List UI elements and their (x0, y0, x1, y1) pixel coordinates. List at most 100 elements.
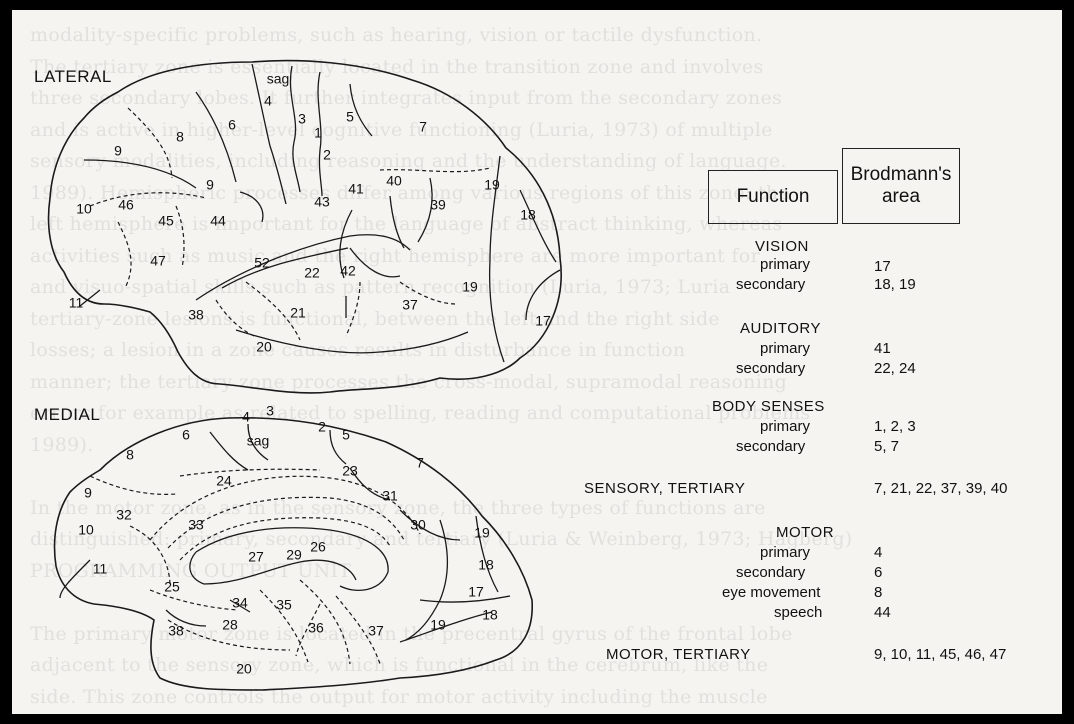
body-secondary-area: 5, 7 (874, 438, 899, 455)
lateral-area-label: 17 (535, 313, 551, 329)
medial-area-label: 26 (310, 539, 326, 555)
lateral-area-label: 19 (484, 177, 500, 193)
medial-heading: MEDIAL (34, 405, 100, 424)
body-secondary-label: secondary (736, 438, 805, 455)
lateral-area-label: 42 (340, 263, 356, 279)
motor-heading: MOTOR (776, 524, 834, 541)
body-primary-label: primary (760, 418, 810, 435)
motor-primary-area: 4 (874, 544, 882, 561)
lateral-area-label: 9 (206, 177, 214, 193)
medial-area-label: 34 (232, 595, 248, 611)
brodmann-header-line2: area (882, 186, 920, 208)
medial-area-label: 27 (248, 549, 264, 565)
medial-area-label: 4 (242, 409, 250, 425)
sensory-tertiary-label: SENSORY, TERTIARY (584, 480, 745, 497)
medial-area-label: 10 (78, 522, 94, 538)
function-header-box: Function (708, 170, 838, 224)
lateral-area-label: 7 (419, 119, 427, 135)
lateral-area-label: 52 (254, 255, 270, 271)
medial-area-label: 19 (430, 617, 446, 633)
lateral-area-label: 43 (314, 194, 330, 210)
medial-area-label: 23 (342, 463, 358, 479)
medial-area-label: 5 (342, 427, 350, 443)
brodmann-header-line1: Brodmann's (851, 164, 952, 186)
lateral-area-label: sag (267, 71, 290, 87)
motor-speech-area: 44 (874, 604, 891, 621)
auditory-primary-area: 41 (874, 340, 891, 357)
medial-area-label: sag (247, 433, 270, 449)
lateral-area-label: 9 (114, 143, 122, 159)
lateral-area-label: 46 (118, 197, 134, 213)
vision-primary-area: 17 (874, 258, 891, 275)
lateral-area-label: 11 (69, 295, 84, 311)
lateral-area-label: 41 (348, 181, 364, 197)
motor-tertiary-area: 9, 10, 11, 45, 46, 47 (874, 646, 1006, 663)
sensory-tertiary-area: 7, 21, 22, 37, 39, 40 (874, 480, 1007, 497)
lateral-heading: LATERAL (34, 67, 112, 86)
medial-area-label: 38 (168, 623, 184, 639)
medial-area-label: 24 (216, 473, 232, 489)
lateral-area-label: 37 (402, 297, 418, 313)
medial-area-label: 32 (116, 507, 132, 523)
vision-heading: VISION (755, 238, 809, 255)
brodmann-header-box: Brodmann's area (842, 148, 960, 224)
vision-primary-label: primary (760, 256, 810, 273)
medial-area-label: 28 (222, 617, 238, 633)
lateral-area-label: 3 (298, 111, 306, 127)
lateral-area-label: 38 (188, 307, 204, 323)
medial-area-label: 35 (276, 597, 292, 613)
motor-secondary-label: secondary (736, 564, 805, 581)
medial-area-label: 7 (416, 455, 424, 471)
motor-eye-label: eye movement (722, 584, 820, 601)
lateral-area-label: 22 (304, 265, 320, 281)
body-primary-area: 1, 2, 3 (874, 418, 916, 435)
lateral-area-label: 4 (264, 93, 272, 109)
medial-area-label: 2 (318, 419, 326, 435)
lateral-area-label: 6 (228, 117, 236, 133)
lateral-area-label: 1 (314, 125, 322, 141)
medial-area-label: 37 (368, 623, 384, 639)
medial-area-label: 20 (236, 661, 252, 677)
lateral-area-label: 21 (290, 305, 306, 321)
lateral-area-label: 47 (150, 253, 166, 269)
medial-area-label: 11 (93, 561, 108, 577)
lateral-area-label: 44 (210, 213, 226, 229)
medial-area-label: 31 (382, 488, 398, 504)
lateral-area-label: 19 (462, 279, 478, 295)
lateral-area-label: 45 (158, 213, 174, 229)
motor-secondary-area: 6 (874, 564, 882, 581)
auditory-secondary-area: 22, 24 (874, 360, 916, 377)
motor-primary-label: primary (760, 544, 810, 561)
medial-area-label: 3 (266, 403, 274, 419)
medial-area-label: 17 (468, 584, 484, 600)
medial-area-label: 9 (84, 485, 92, 501)
lateral-area-label: 20 (256, 339, 272, 355)
lateral-area-label: 8 (176, 129, 184, 145)
auditory-primary-label: primary (760, 340, 810, 357)
vision-secondary-area: 18, 19 (874, 276, 916, 293)
motor-eye-area: 8 (874, 584, 882, 601)
motor-tertiary-label: MOTOR, TERTIARY (606, 646, 751, 663)
lateral-area-label: 5 (346, 109, 354, 125)
medial-area-label: 19 (474, 525, 490, 541)
medial-area-label: 8 (126, 447, 134, 463)
figure-page: modality-specific problems, such as hear… (12, 10, 1062, 714)
medial-area-label: 6 (182, 427, 190, 443)
lateral-area-label: 10 (76, 201, 92, 217)
medial-area-label: 18 (478, 557, 494, 573)
lateral-area-label: 2 (323, 147, 331, 163)
medial-area-label: 30 (410, 517, 426, 533)
auditory-heading: AUDITORY (740, 320, 821, 337)
body-senses-heading: BODY SENSES (712, 398, 825, 415)
lateral-area-label: 18 (520, 207, 536, 223)
motor-speech-label: speech (774, 604, 822, 621)
medial-area-label: 25 (164, 579, 180, 595)
medial-area-label: 29 (286, 547, 302, 563)
lateral-area-label: 39 (430, 197, 446, 213)
medial-area-label: 33 (188, 517, 204, 533)
vision-secondary-label: secondary (736, 276, 805, 293)
medial-area-label: 36 (308, 620, 324, 636)
auditory-secondary-label: secondary (736, 360, 805, 377)
